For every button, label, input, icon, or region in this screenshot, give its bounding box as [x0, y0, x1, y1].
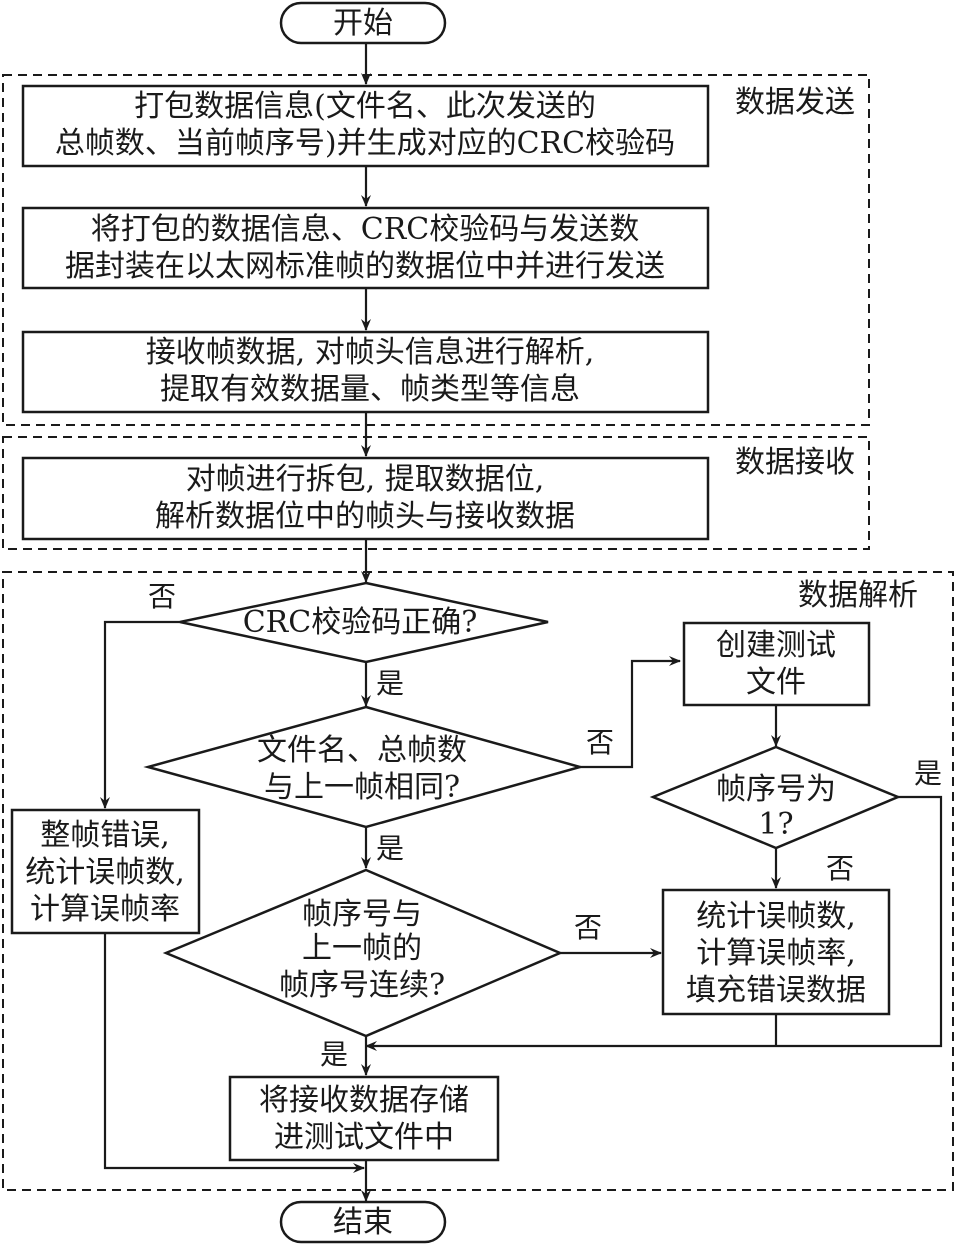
decision-seq-is-one-line2: 1? [758, 807, 793, 842]
edge-label-seqcont-no: 否 [574, 911, 602, 944]
process-unpack-line1: 对帧进行拆包, 提取数据位, [186, 462, 545, 497]
edge-label-crc-no: 否 [148, 580, 176, 613]
process-encapsulate [21, 206, 710, 290]
process-whole-frame-error-line1: 整帧错误, [40, 818, 170, 853]
start-terminal [279, 1, 447, 45]
process-count-error-line1: 统计误帧数, [696, 899, 856, 934]
edge-seq1-yes [365, 795, 943, 1051]
edge-same-no [580, 656, 681, 769]
process-create-file [682, 621, 871, 707]
decision-same-file-line2: 与上一帧相同? [264, 770, 460, 805]
decision-seq-continuous [162, 868, 564, 1038]
process-receive-frame-line2: 提取有效数据量、帧类型等信息 [160, 372, 580, 407]
edge-label-same-no: 否 [586, 726, 614, 759]
decision-same-file [143, 705, 585, 829]
group-label-parse: 数据解析 [798, 578, 918, 613]
process-store-line2: 进测试文件中 [274, 1120, 454, 1155]
edge-label-seq1-no: 否 [826, 852, 854, 885]
process-pack-line2: 总帧数、当前帧序号)并生成对应的CRC校验码 [55, 126, 675, 161]
process-encapsulate-line1: 将打包的数据信息、CRC校验码与发送数 [91, 212, 640, 247]
process-unpack [21, 456, 710, 541]
decision-seq-continuous-line3: 帧序号连续? [279, 968, 445, 1003]
start-label: 开始 [333, 6, 393, 41]
edge-label-seqcont-yes: 是 [320, 1038, 348, 1071]
process-count-error-line3: 填充错误数据 [686, 973, 866, 1008]
group-label-receive: 数据接收 [735, 445, 855, 480]
process-count-error-line2: 计算误帧率, [696, 936, 856, 971]
process-whole-frame-error [10, 808, 201, 935]
process-store [228, 1075, 500, 1162]
edge-label-crc-yes: 是 [376, 667, 404, 700]
process-store-line1: 将接收数据存储 [259, 1083, 469, 1118]
edge-label-seq1-yes: 是 [914, 757, 942, 790]
group-data-receive [2, 436, 870, 550]
decision-crc-check-label: CRC校验码正确? [243, 605, 478, 640]
decision-seq-continuous-line2: 上一帧的 [302, 931, 422, 966]
edge-label-same-yes: 是 [376, 832, 404, 865]
decision-seq-continuous-line1: 帧序号与 [302, 897, 422, 932]
decision-same-file-line1: 文件名、总帧数 [257, 733, 467, 768]
decision-seq-is-one [649, 745, 902, 850]
edge-error-merge [103, 933, 365, 1173]
process-encapsulate-line2: 据封装在以太网标准帧的数据位中并进行发送 [65, 249, 665, 284]
process-receive-frame-line1: 接收帧数据, 对帧头信息进行解析, [146, 335, 595, 370]
end-label: 结束 [333, 1205, 393, 1240]
connectors [100, 44, 943, 1202]
group-data-send [2, 74, 870, 426]
process-create-file-line1: 创建测试 [716, 628, 836, 663]
process-unpack-line2: 解析数据位中的帧头与接收数据 [155, 499, 575, 534]
process-receive-frame [21, 330, 710, 414]
process-pack [21, 84, 710, 168]
process-pack-line1: 打包数据信息(文件名、此次发送的 [134, 89, 596, 124]
decision-seq-is-one-line1: 帧序号为 [716, 772, 836, 807]
process-count-error [661, 888, 891, 1016]
process-create-file-line2: 文件 [746, 665, 806, 700]
group-data-parse [2, 571, 954, 1191]
edge-crc-no [100, 620, 180, 809]
process-whole-frame-error-line2: 统计误帧数, [25, 855, 185, 890]
group-label-send: 数据发送 [735, 85, 855, 120]
process-whole-frame-error-line3: 计算误帧率 [30, 892, 180, 927]
decision-crc-check [179, 581, 549, 664]
end-terminal [279, 1200, 447, 1244]
